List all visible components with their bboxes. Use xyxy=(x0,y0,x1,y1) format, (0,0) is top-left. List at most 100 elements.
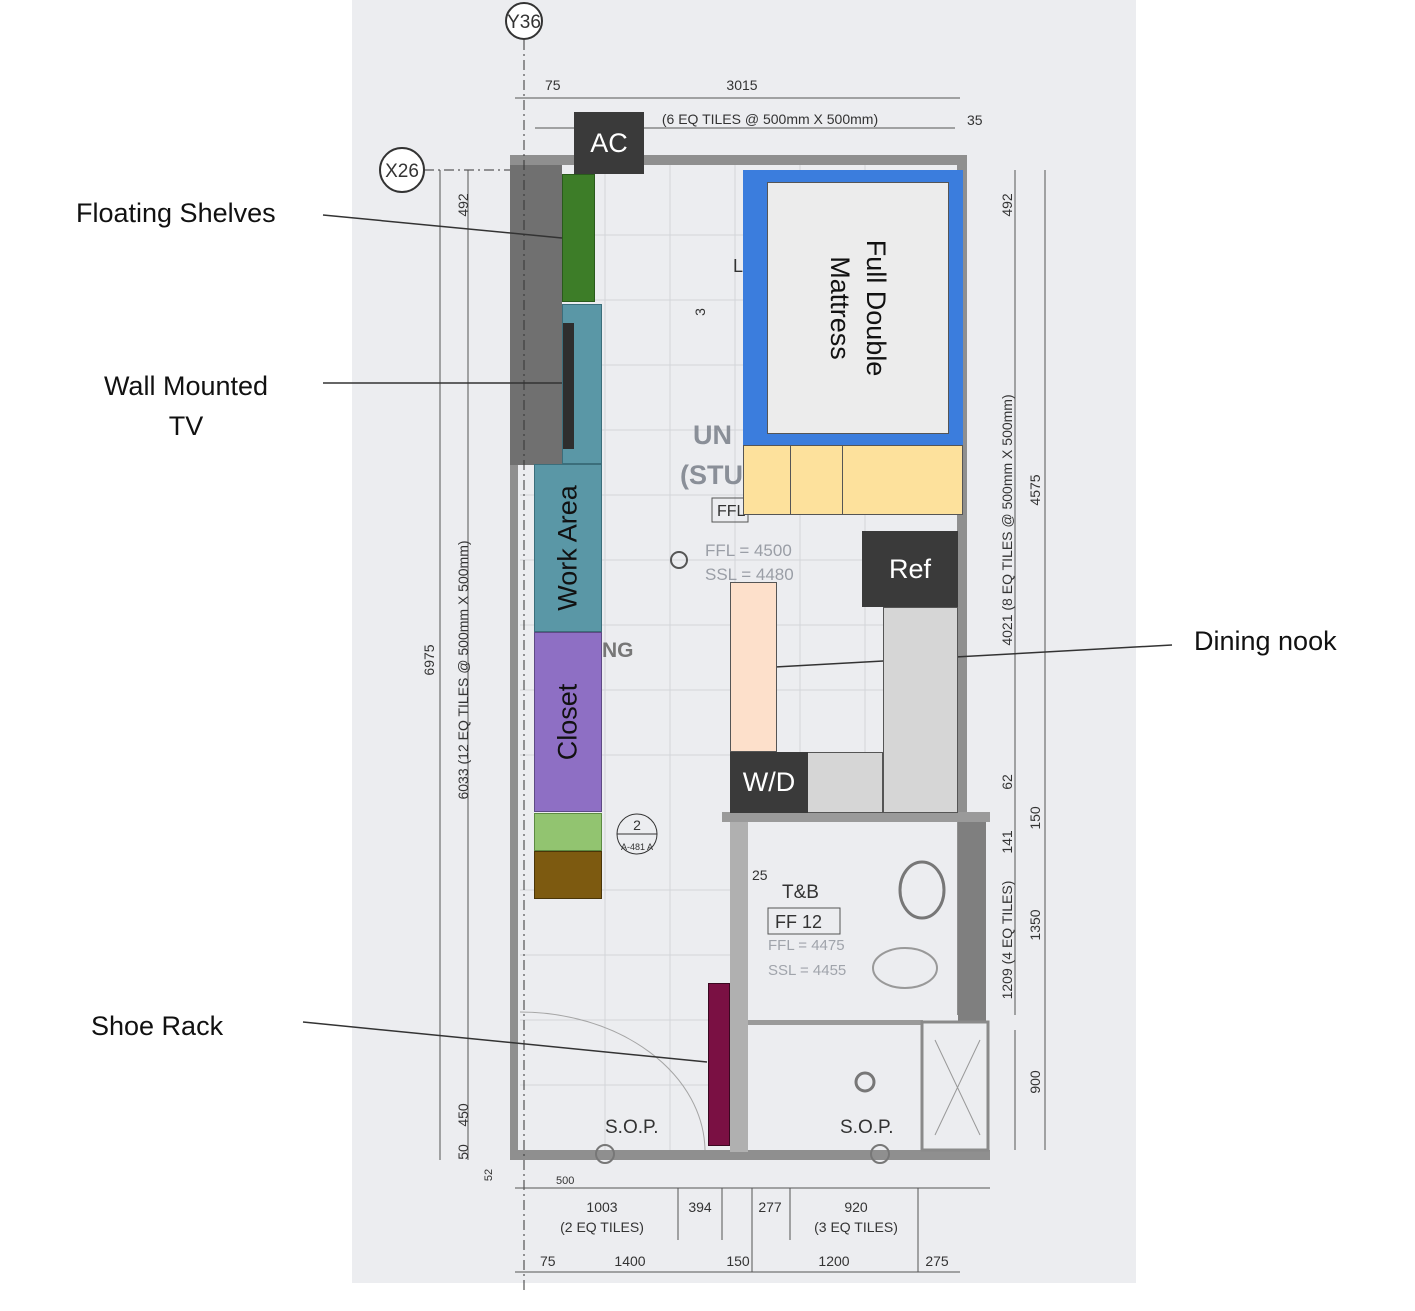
shoe-rack xyxy=(708,983,730,1146)
callout-shoe-rack: Shoe Rack xyxy=(91,1011,224,1041)
callout-leaders xyxy=(302,214,1173,1063)
room-label-ng: NG xyxy=(602,639,634,662)
dim-bottom-75: 75 xyxy=(540,1253,556,1269)
sop-label-2: S.O.P. xyxy=(840,1117,894,1138)
closet: Closet xyxy=(534,632,602,812)
dim-left-tiles: 6033 (12 EQ TILES @ 500mm X 500mm) xyxy=(455,540,471,799)
dim-bottom-2eq: (2 EQ TILES) xyxy=(560,1219,644,1235)
mattress-label-line2: Mattress xyxy=(825,256,855,360)
wall-mounted-tv xyxy=(563,323,574,449)
tb-label: T&B xyxy=(782,882,819,903)
tb-ff-box xyxy=(767,907,841,935)
tb-east-wall xyxy=(958,822,986,1022)
shaft xyxy=(920,1020,990,1152)
ffl-label: FFL xyxy=(717,503,746,520)
north-wall xyxy=(510,155,965,165)
sink-counter xyxy=(806,752,883,813)
callout-wall-mounted-tv-line1: Wall Mounted xyxy=(103,371,269,401)
grid-bubble-y36 xyxy=(505,2,543,40)
mattress-label: Full Double Mattress xyxy=(822,240,894,377)
shower-drain xyxy=(854,1071,876,1093)
sop-label-1: S.O.P. xyxy=(605,1117,659,1138)
toilet xyxy=(872,947,938,989)
bed-drawer-2 xyxy=(790,445,843,515)
shower-partition xyxy=(748,1020,923,1025)
closet-label: Closet xyxy=(552,683,583,761)
dim-right-141: 141 xyxy=(999,830,1015,854)
east-wall xyxy=(957,155,967,1015)
dim-right-tiles2: 1209 (4 EQ TILES) xyxy=(999,881,1015,1000)
callout-floating-shelves: Floating Shelves xyxy=(76,198,276,228)
grid-label-x26: X26 xyxy=(385,161,419,182)
room-label-stu: (STU xyxy=(680,460,743,490)
column xyxy=(510,165,562,465)
dim-bottom-500: 500 xyxy=(556,1175,574,1187)
lavatory xyxy=(898,860,946,920)
dim-bottom-394: 394 xyxy=(688,1199,712,1215)
ffl-4500: FFL = 4500 xyxy=(705,541,792,560)
dim-bottom-920: 920 xyxy=(844,1199,868,1215)
dim-bottom-1200: 1200 xyxy=(818,1253,849,1269)
tv-console xyxy=(562,304,602,464)
full-double-mattress: Full Double Mattress xyxy=(767,182,949,434)
work-area-label: Work Area xyxy=(552,485,583,611)
dim-right-top: 492 xyxy=(999,193,1015,217)
dim-left-top: 492 xyxy=(455,193,471,217)
dim-bottom-275: 275 xyxy=(925,1253,949,1269)
storage-brown xyxy=(534,851,602,899)
work-area: Work Area xyxy=(534,464,602,632)
bed-frame: Full Double Mattress xyxy=(743,170,963,445)
dim-top-right-offset: 35 xyxy=(967,112,983,128)
dim-right-total: 4575 xyxy=(1027,474,1043,505)
dim-bottom-1400: 1400 xyxy=(614,1253,645,1269)
dim-left-total: 6975 xyxy=(421,644,437,675)
callout-wall-mounted-tv-line2: TV xyxy=(168,411,204,441)
dining-nook xyxy=(730,582,777,752)
shaft-diagonal-2 xyxy=(934,1039,981,1136)
section-sheet: A-481 A xyxy=(621,842,653,852)
callout-wall-mounted-tv: Wall Mounted TV xyxy=(76,366,296,446)
dim-bottom-150: 150 xyxy=(726,1253,750,1269)
dim-right-150: 150 xyxy=(1027,806,1043,830)
l-mark: L xyxy=(733,256,743,276)
dim-left-50: 50 xyxy=(455,1144,471,1160)
south-wall xyxy=(510,1150,990,1160)
dim-top-left-offset: 75 xyxy=(545,77,561,93)
tb-ssl: SSL = 4455 xyxy=(768,962,846,979)
storage-green xyxy=(534,813,602,851)
room-label-un: UN xyxy=(693,420,732,450)
dim-top-total: 3015 xyxy=(726,77,757,93)
washer-dryer: W/D xyxy=(730,752,808,813)
dim-top-tiles: (6 EQ TILES @ 500mm X 500mm) xyxy=(662,111,878,127)
bed-drawer-1 xyxy=(743,445,791,515)
ac-unit: AC xyxy=(574,112,644,174)
bed-drawer-3 xyxy=(842,445,963,515)
sop-marker-2 xyxy=(870,1144,890,1164)
refrigerator: Ref xyxy=(862,531,958,607)
ssl-4480: SSL = 4480 xyxy=(705,565,794,584)
tb-west-wall xyxy=(730,822,748,1152)
mattress-label-line1: Full Double xyxy=(861,239,891,377)
three-mark: 3 xyxy=(692,308,708,316)
ac-label: AC xyxy=(574,112,644,174)
level-marker xyxy=(670,551,688,569)
tb-25: 25 xyxy=(752,867,768,883)
dim-bottom-277: 277 xyxy=(758,1199,782,1215)
tb-ffl: FFL = 4475 xyxy=(768,937,845,954)
door-swing xyxy=(519,1011,706,1151)
dim-left-450: 450 xyxy=(455,1103,471,1127)
dim-bottom-3eq: (3 EQ TILES) xyxy=(814,1219,898,1235)
kitchen-counter xyxy=(883,607,958,813)
dim-bottom-1003: 1003 xyxy=(586,1199,617,1215)
tb-north-wall xyxy=(722,812,990,822)
dim-left-52: 52 xyxy=(483,1169,495,1181)
section-number: 2 xyxy=(633,817,641,833)
floating-shelves xyxy=(562,174,595,302)
dim-right-62: 62 xyxy=(999,774,1015,790)
tb-ff: FF 12 xyxy=(775,912,822,932)
grid-label-y36: Y36 xyxy=(507,12,541,33)
sop-marker-1 xyxy=(595,1144,615,1164)
dim-right-1350: 1350 xyxy=(1027,909,1043,940)
dim-right-tiles: 4021 (8 EQ TILES @ 500mm X 500mm) xyxy=(999,394,1015,645)
